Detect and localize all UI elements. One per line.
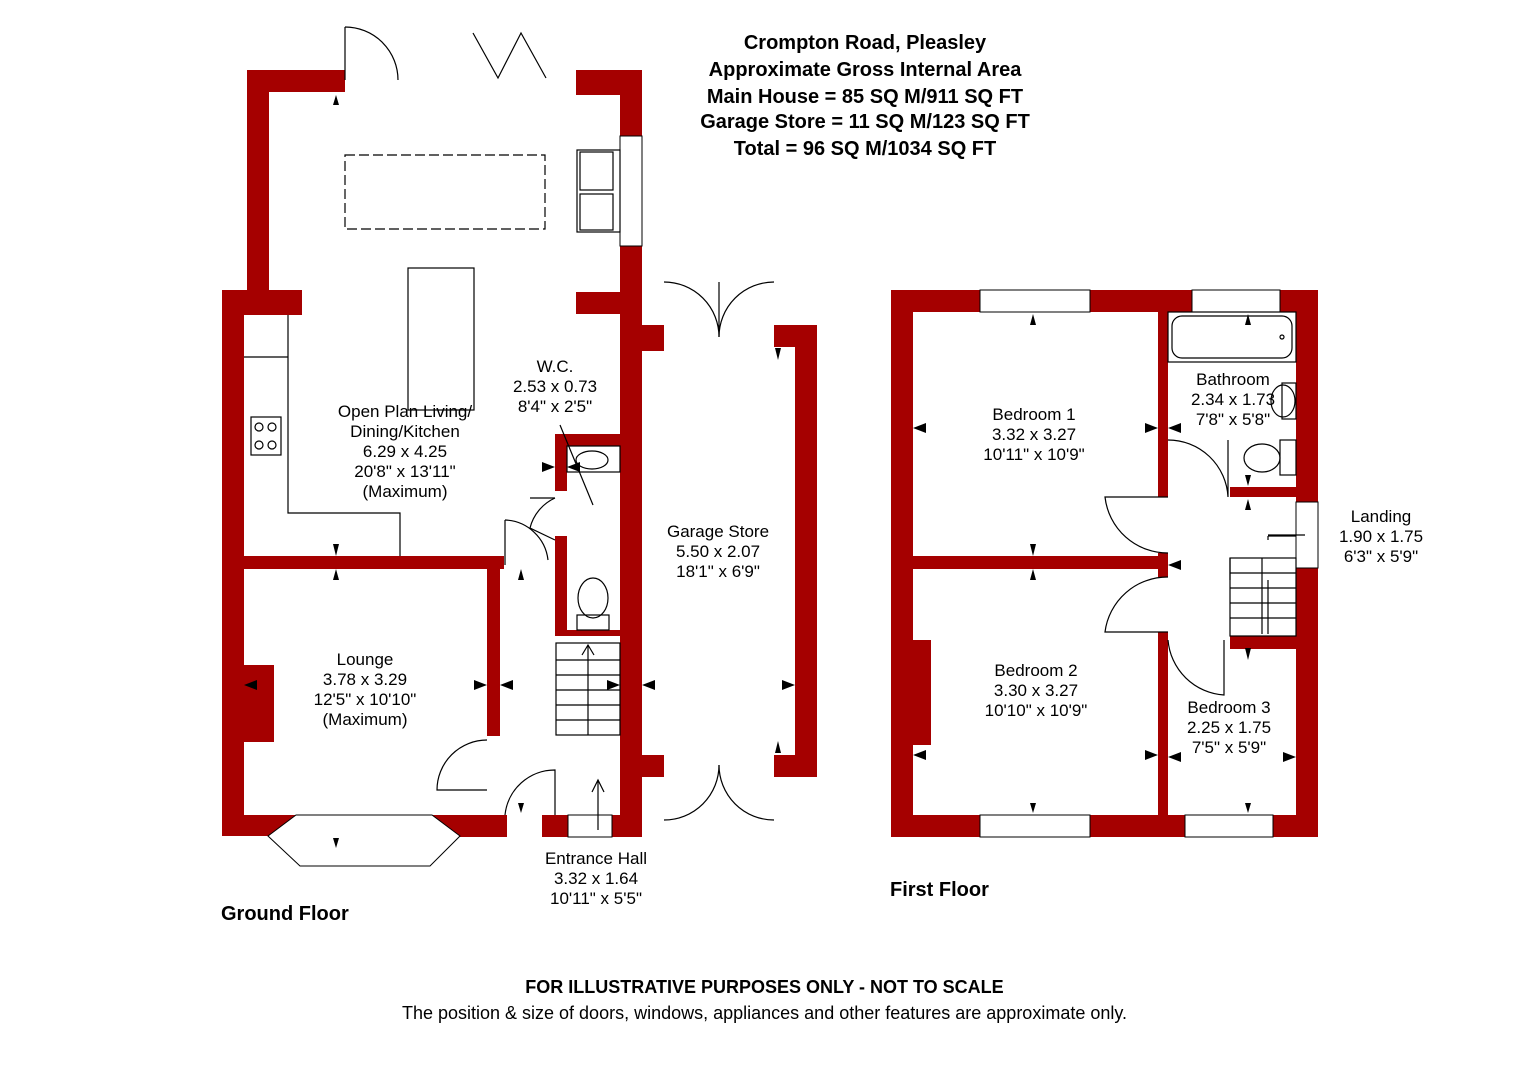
property-address: Crompton Road, Pleasley [743,32,987,54]
room-name: Entrance Hall [544,849,648,868]
room-imperial: 10'10" x 10'9" [984,701,1088,720]
room-metric: 2.53 x 0.73 [512,377,598,396]
room-metric: 2.25 x 1.75 [1186,718,1272,737]
room-name: Bedroom 2 [994,661,1078,680]
room-name-line2: Dining/Kitchen [350,422,460,441]
room-metric: 3.32 x 3.27 [991,425,1077,444]
room-imperial: 10'11" x 10'9" [983,445,1085,464]
room-name: Garage Store [666,522,770,541]
room-note: (Maximum) [362,482,448,501]
disclaimer-headline: FOR ILLUSTRATIVE PURPOSES ONLY - NOT TO … [525,977,1004,997]
room-label-entrance-hall: Entrance Hall 3.32 x 1.64 10'11" x 5'5" [545,849,647,909]
ground-floor-walls [222,70,817,837]
room-name: Bedroom 1 [992,405,1076,424]
room-imperial: 20'8" x 13'11" [354,462,456,481]
room-label-lounge: Lounge 3.78 x 3.29 12'5" x 10'10" (Maxim… [314,650,417,730]
room-label-landing: Landing 1.90 x 1.75 6'3" x 5'9" [1339,507,1423,567]
room-metric: 3.78 x 3.29 [322,670,408,689]
room-name: W.C. [536,357,574,376]
first-floor-label: First Floor [890,879,989,901]
room-metric: 2.34 x 1.73 [1190,390,1276,409]
area-title: Approximate Gross Internal Area [708,59,1022,81]
room-name: Lounge [336,650,394,669]
measurement-arrows [244,95,1296,848]
room-imperial: 12'5" x 10'10" [313,690,417,709]
room-imperial: 18'1" x 6'9" [676,562,760,581]
first-floor-fixtures [1104,311,1305,696]
room-label-bedroom3: Bedroom 3 2.25 x 1.75 7'5" x 5'9" [1187,698,1271,758]
room-name: Open Plan Living/ [337,402,473,421]
ground-floor-fixtures [244,26,775,830]
room-metric: 6.29 x 4.25 [362,442,448,461]
room-label-bathroom: Bathroom 2.34 x 1.73 7'8" x 5'8" [1191,370,1275,430]
room-metric: 5.50 x 2.07 [675,542,761,561]
first-floor-windows [979,289,1319,838]
room-name: Bathroom [1196,370,1270,389]
room-metric: 3.32 x 1.64 [553,869,639,888]
ground-floor-label: Ground Floor [221,903,349,925]
room-note: (Maximum) [322,710,408,729]
room-label-bedroom2: Bedroom 2 3.30 x 3.27 10'10" x 10'9" [985,661,1088,721]
disclaimer-detail: The position & size of doors, windows, a… [401,1003,1128,1023]
room-label-wc: W.C. 2.53 x 0.73 8'4" x 2'5" [513,357,597,417]
room-label-bedroom1: Bedroom 1 3.32 x 3.27 10'11" x 10'9" [983,405,1084,465]
total-area: Total = 96 SQ M/1034 SQ FT [733,138,997,160]
room-name: Landing [1350,507,1412,526]
ground-floor-windows [267,135,643,867]
room-metric: 1.90 x 1.75 [1338,527,1424,546]
room-imperial: 10'11" x 5'5" [550,889,642,908]
room-label-garage: Garage Store 5.50 x 2.07 18'1" x 6'9" [667,522,769,582]
room-imperial: 7'5" x 5'9" [1191,738,1267,757]
room-imperial: 7'8" x 5'8" [1195,410,1271,429]
main-house-area: Main House = 85 SQ M/911 SQ FT [706,86,1024,108]
room-metric: 3.30 x 3.27 [993,681,1079,700]
garage-store-area: Garage Store = 11 SQ M/123 SQ FT [700,111,1030,133]
room-imperial: 6'3" x 5'9" [1343,547,1419,566]
room-imperial: 8'4" x 2'5" [517,397,593,416]
room-name: Bedroom 3 [1187,698,1271,717]
room-label-open-plan: Open Plan Living/ Dining/Kitchen 6.29 x … [338,402,472,502]
